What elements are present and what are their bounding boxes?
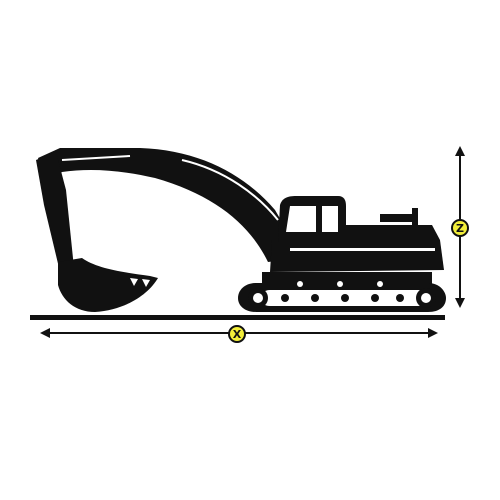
track-roller [281, 294, 289, 302]
stick [36, 152, 74, 272]
upper-body [270, 240, 444, 272]
carrier-roller [297, 281, 303, 287]
carrier-roller [377, 281, 383, 287]
idler-hub [253, 293, 263, 303]
z-dimension-label: Z [451, 219, 469, 237]
track-roller [371, 294, 379, 302]
deck-rail [380, 214, 416, 222]
x-dimension-label: X [228, 325, 246, 343]
boom-edge-highlight [181, 159, 279, 221]
excavator-icon [36, 148, 446, 312]
track-frame [262, 272, 432, 286]
boom [38, 148, 285, 262]
bucket [58, 258, 158, 312]
sprocket-hub [421, 293, 431, 303]
cab-window-side [322, 206, 338, 232]
body-stripe [290, 248, 435, 251]
bucket-teeth [130, 278, 150, 287]
boom-cylinder [61, 155, 131, 161]
ground-line [30, 315, 445, 320]
track-roller [396, 294, 404, 302]
engine-deck [345, 225, 440, 240]
carrier-roller [337, 281, 343, 287]
track-roller [341, 294, 349, 302]
cab-window-front [286, 206, 316, 232]
track-roller [311, 294, 319, 302]
